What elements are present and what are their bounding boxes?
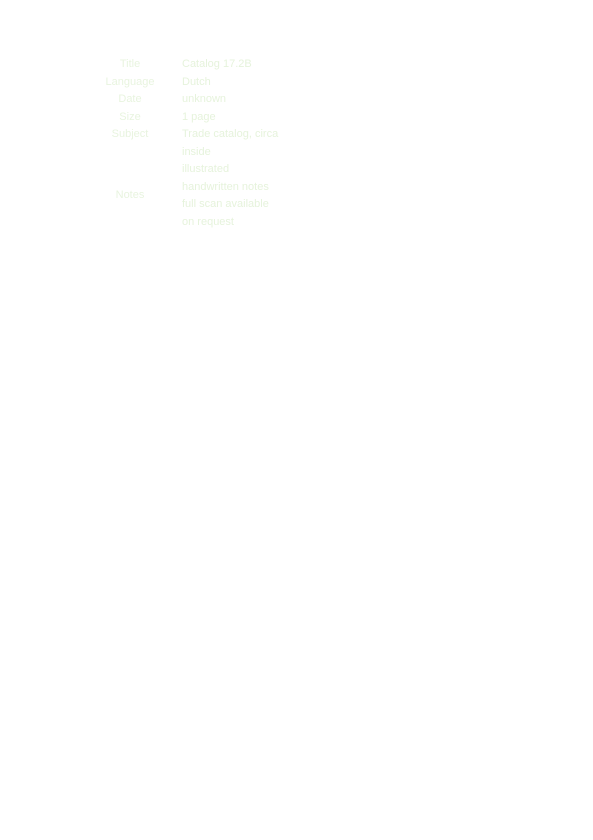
metadata-value: 1 page [180,109,278,127]
metadata-row-date: Date unknown [80,91,278,109]
metadata-value: Catalog 17.2B [180,56,278,74]
metadata-key: Title [119,58,141,70]
metadata-row-title: Title Catalog 17.2B [80,56,278,74]
metadata-value-line: inside [182,145,211,158]
metadata-row-size: Size 1 page [80,109,278,127]
metadata-value: unknown [180,91,278,109]
metadata-value: Dutch [180,74,278,92]
metadata-value-line: Dutch [182,75,211,88]
metadata-key: Language [105,75,155,88]
metadata-value-line: 1 page [182,110,216,123]
metadata-table: Title Catalog 17.2B Language Dutch Date … [80,56,279,231]
metadata-key: Date [118,93,142,105]
metadata-row-language: Language Dutch [80,74,278,92]
metadata-value-line: illustrated [182,163,230,175]
metadata-row-subject: Subject Trade catalog, circa inside [80,126,279,161]
metadata-value-line: handwritten notes [182,180,269,193]
metadata-value: Trade catalog, circa inside [180,126,278,161]
metadata-value-line: Catalog 17.2B [182,58,252,70]
metadata-key: Size [119,110,141,123]
metadata-value-line: full scan available [182,198,269,210]
metadata-key: Subject [111,128,149,140]
metadata-value-line: on request [182,215,234,228]
metadata-row-notes: Notes illustrated handwritten notes full… [80,161,278,231]
metadata-value-line: Trade catalog, circa [182,128,279,140]
metadata-value: illustrated handwritten notes full scan … [180,161,278,231]
metadata-key: Notes [115,189,145,202]
metadata-value-line: unknown [182,93,227,105]
